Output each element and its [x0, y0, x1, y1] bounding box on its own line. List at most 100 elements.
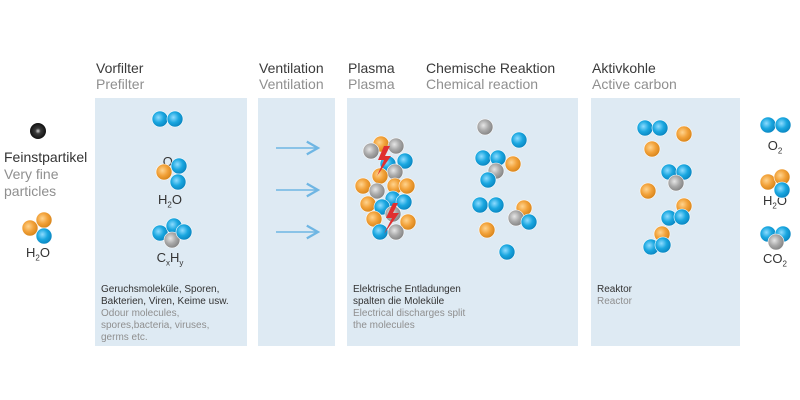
fine-particles-label: Feinstpartikel Very fine particles: [4, 149, 87, 200]
oxygen-atom: [395, 193, 413, 211]
hydrogen-atom: [643, 140, 661, 158]
formula-main: C: [156, 250, 166, 265]
carbon-atom: [476, 118, 494, 136]
ventilation-title: Ventilation: [259, 60, 324, 76]
formula-sub: 2: [167, 200, 172, 210]
formula-sub: 2: [782, 259, 787, 269]
fine-particles-en-1: Very fine: [4, 166, 59, 182]
plasma-header: Plasma Plasma: [348, 60, 395, 92]
formula-tail: O: [171, 192, 182, 207]
formula-tail: O: [776, 193, 787, 208]
prefilter-h2o-label: H2O: [140, 192, 200, 210]
carbon-atom: [767, 233, 785, 251]
oxygen-atom: [520, 213, 538, 231]
oxygen-atom: [35, 227, 53, 245]
formula-main: O: [162, 154, 173, 169]
output-h2o-label: H2O: [745, 193, 800, 211]
formula-sub: x: [166, 258, 170, 268]
hydrogen-atom: [35, 211, 53, 229]
input-water-label: H2O: [8, 245, 68, 263]
oxygen-atom: [654, 236, 672, 254]
carbon-atom: [163, 231, 181, 249]
output-co2-label: CO2: [745, 251, 800, 269]
prefilter-title-en: Prefilter: [96, 76, 145, 92]
formula-tail: H: [170, 250, 180, 265]
carbon-atom: [368, 182, 386, 200]
oxygen-atom: [636, 119, 654, 137]
ventilation-title-en: Ventilation: [259, 76, 324, 92]
lightning-bolt-icon: [377, 146, 391, 176]
hydrogen-atom: [398, 177, 416, 195]
carbon-title-en: Active carbon: [592, 76, 677, 92]
carbon-atom: [362, 142, 380, 160]
oxygen-atom: [673, 208, 691, 226]
fine-particles-de: Feinstpartikel: [4, 149, 88, 165]
formula-sub2: y: [179, 258, 184, 268]
plasma-title: Plasma: [348, 60, 395, 76]
hydrogen-atom: [675, 125, 693, 143]
oxygen-atom: [170, 157, 188, 175]
carbon-header: Aktivkohle Active carbon: [592, 60, 677, 92]
formula-main: CO: [763, 251, 783, 266]
caption-line-en: germs etc.: [101, 332, 148, 343]
carbon-title: Aktivkohle: [592, 60, 656, 76]
oxygen-atom: [151, 110, 169, 128]
formula-main: H: [763, 193, 773, 208]
reactor-caption: Reaktor Reactor: [597, 284, 632, 308]
caption-line: Geruchsmoleküle, Sporen,: [101, 284, 220, 295]
oxygen-atom: [169, 173, 187, 191]
hydrogen-atom: [359, 195, 377, 213]
prefilter-title: Vorfilter: [96, 60, 144, 76]
plasma-caption: Elektrische Entladungen spalten die Mole…: [353, 284, 465, 332]
fine-particle-icon: [30, 123, 46, 139]
atom-layer: [21, 110, 792, 261]
caption-line-en: Odour molecules,: [101, 308, 180, 319]
chemical-title: Chemische Reaktion: [426, 60, 556, 76]
hydrogen-atom: [354, 177, 372, 195]
oxygen-atom: [510, 131, 528, 149]
oxygen-atom: [471, 196, 489, 214]
ventilation-panel: [258, 98, 335, 346]
fine-particles-en-2: particles: [4, 183, 57, 199]
hydrogen-atom: [504, 155, 522, 173]
oxygen-atom: [651, 119, 669, 137]
caption-line: Reaktor: [597, 284, 633, 295]
ventilation-header: Ventilation Ventilation: [259, 60, 324, 92]
hydrogen-atom: [478, 221, 496, 239]
formula-sub: 2: [777, 146, 783, 156]
caption-line: Elektrische Entladungen: [353, 284, 461, 295]
oxygen-atom: [487, 196, 505, 214]
lightning-bolt-icon: [384, 203, 399, 234]
hydrogen-atom: [399, 213, 417, 231]
output-o2-label: O2: [745, 138, 800, 156]
hydrogen-atom: [155, 163, 173, 181]
prefilter-caption: Geruchsmoleküle, Sporen, Bakterien, Vire…: [101, 284, 229, 344]
oxygen-atom: [498, 243, 516, 261]
carbon-atom: [387, 137, 405, 155]
carbon-atom: [667, 174, 685, 192]
hydrogen-atom: [759, 173, 777, 191]
oxygen-atom: [479, 171, 497, 189]
formula-main: H: [26, 245, 36, 260]
oxygen-atom: [166, 110, 184, 128]
prefilter-header: Vorfilter Prefilter: [96, 60, 144, 92]
formula-main: O: [767, 138, 778, 153]
caption-line-en: spores,bacteria, viruses,: [101, 320, 210, 331]
hydrogen-atom: [639, 182, 657, 200]
carbon-atom: [387, 223, 405, 241]
chemical-title-en: Chemical reaction: [426, 76, 539, 92]
formula-sub: 2: [35, 253, 40, 263]
oxygen-atom: [175, 223, 193, 241]
oxygen-atom: [759, 116, 777, 134]
caption-line-en: Reactor: [597, 296, 633, 307]
prefilter-cxhy-label: CxHy: [140, 250, 200, 268]
oxygen-atom: [371, 223, 389, 241]
oxygen-atom: [774, 116, 792, 134]
carbon-atom: [386, 163, 404, 181]
hydrogen-atom: [21, 219, 39, 237]
formula-main: H: [158, 192, 168, 207]
caption-line: Bakterien, Viren, Keime usw.: [101, 296, 229, 307]
caption-line: spalten die Moleküle: [353, 296, 445, 307]
oxygen-atom: [396, 152, 414, 170]
